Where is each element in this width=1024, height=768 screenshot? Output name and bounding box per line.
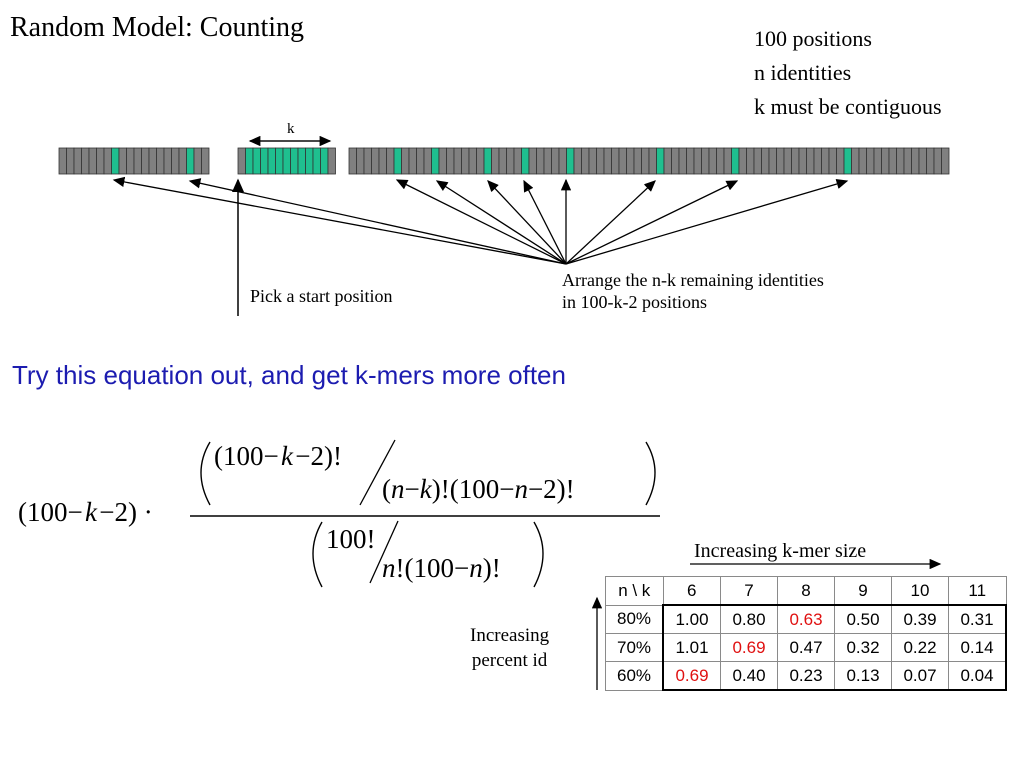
- num-b-tail: )!(100: [431, 474, 500, 504]
- column-header: 10: [891, 576, 949, 606]
- num-b-k: k: [419, 474, 432, 504]
- table-cell: 0.22: [891, 633, 949, 662]
- slide-title: Random Model: Counting: [10, 12, 304, 43]
- denominator-left-paren: [312, 521, 323, 588]
- num-b-open: (: [382, 474, 391, 504]
- den-b-n: n: [382, 553, 396, 583]
- note-contiguous: k must be contiguous: [754, 94, 942, 119]
- arrangement-arrow: [435, 180, 567, 265]
- numerator-bottom: (n−k)!(100−n−2)!: [382, 474, 575, 504]
- prefix-k: k: [85, 497, 97, 527]
- pick-start-label: Pick a start position: [250, 286, 393, 306]
- subtitle: Try this equation out, and get k-mers mo…: [12, 360, 566, 390]
- note-identities: n identities: [754, 60, 852, 85]
- arrangement-arrow: [523, 179, 567, 265]
- table-cell: 0.04: [948, 661, 1007, 691]
- num-b-n2: n: [514, 474, 528, 504]
- denominator-top: 100!: [326, 524, 376, 555]
- arrangement-arrow: [565, 178, 849, 265]
- table-cell: 0.07: [891, 661, 949, 691]
- num-b-n: n: [391, 474, 405, 504]
- table-cell: 0.69: [662, 661, 721, 691]
- num-a: (100: [214, 441, 264, 471]
- table-header-row: n \ k 6 7 8 9 10 11: [605, 576, 1007, 606]
- table-cell: 0.47: [777, 633, 835, 662]
- kmer-size-axis-label: Increasing k-mer size: [694, 540, 867, 562]
- percent-id-label-line-1: Increasing: [470, 625, 550, 646]
- table-cell: 1.00: [662, 604, 721, 634]
- arrangement-arrow: [395, 179, 567, 265]
- column-header: 9: [834, 576, 892, 606]
- percent-id-axis-label: Increasing percent id: [470, 623, 549, 673]
- position-cell: [327, 147, 336, 175]
- equation-prefix: (100− k −2) ·: [18, 497, 153, 527]
- arrange-label-line-2: in 100-k-2 positions: [562, 292, 708, 312]
- num-a-k: k: [281, 441, 293, 471]
- table-cell: 0.69: [720, 633, 778, 662]
- notes-list: 100 positions n identities k must be con…: [754, 22, 942, 124]
- den-a: 100!: [326, 524, 376, 554]
- column-header: 6: [662, 576, 721, 606]
- column-header: 7: [720, 576, 778, 606]
- den-b-n2: n: [469, 553, 483, 583]
- arrangement-arrow: [487, 180, 567, 265]
- table-cell: 0.14: [948, 633, 1007, 662]
- arrangement-arrow: [188, 178, 567, 265]
- arrangement-arrows: [112, 176, 849, 265]
- position-strip-diagram: [58, 135, 950, 316]
- arrange-label: Arrange the n-k remaining identities in …: [562, 269, 824, 313]
- table-cell: 0.13: [834, 661, 892, 691]
- table-cell: 0.40: [720, 661, 778, 691]
- note-positions: 100 positions: [754, 26, 872, 51]
- table-cell: 0.80: [720, 604, 778, 634]
- arrangement-arrow: [565, 180, 656, 265]
- probability-equation: [190, 439, 660, 588]
- arrangement-arrow: [565, 180, 739, 265]
- numerator-slash: [359, 439, 396, 506]
- percent-id-label-line-2: percent id: [471, 650, 548, 671]
- position-cell: [941, 147, 950, 175]
- row-header: 70%: [605, 633, 664, 662]
- position-cell: [201, 147, 210, 175]
- denominator-right-paren: [533, 521, 544, 588]
- column-header: 8: [777, 576, 835, 606]
- k-label: k: [287, 121, 295, 137]
- table-corner-cell: n \ k: [605, 576, 664, 606]
- strip-cells: [58, 147, 950, 175]
- numerator-left-paren: [200, 441, 211, 506]
- prefix-open: (100: [18, 497, 68, 527]
- num-b-end: 2)!: [543, 474, 575, 504]
- num-a-tail: 2)!: [310, 441, 342, 471]
- row-header: 80%: [605, 604, 664, 634]
- den-b-mid: !(100: [395, 553, 454, 583]
- table-cell: 0.23: [777, 661, 835, 691]
- table-cell: 0.63: [777, 604, 835, 634]
- prefix-close: 2) ·: [114, 497, 153, 527]
- row-header: 60%: [605, 661, 664, 691]
- column-header: 11: [948, 576, 1007, 606]
- table-cell: 1.01: [662, 633, 721, 662]
- denominator-bottom: n!(100−n)!: [382, 553, 501, 583]
- table-cell: 0.32: [834, 633, 892, 662]
- denominator-slash: [369, 520, 399, 584]
- table-cell: 0.50: [834, 604, 892, 634]
- table-cell: 0.39: [891, 604, 949, 634]
- table-cell: 0.31: [948, 604, 1007, 634]
- numerator-top: (100− k −2)!: [214, 441, 342, 471]
- arrange-label-line-1: Arrange the n-k remaining identities: [562, 270, 824, 290]
- arrangement-arrow: [112, 176, 567, 265]
- numerator-right-paren: [645, 441, 656, 506]
- den-b-end: )!: [482, 553, 501, 583]
